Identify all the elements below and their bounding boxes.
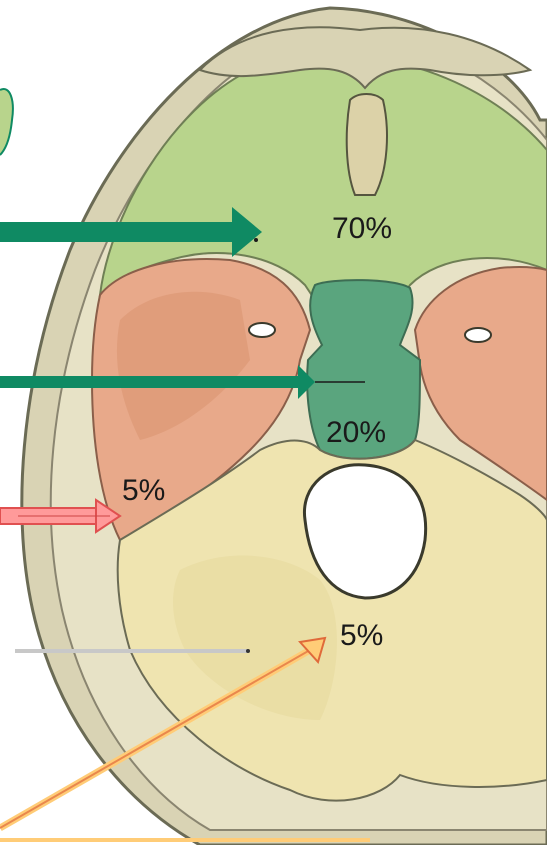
foramen-right [465, 328, 491, 342]
label-central-20: 20% [326, 416, 386, 449]
label-posterior-5: 5% [340, 619, 383, 652]
foramen-left [249, 323, 275, 337]
crista-galli [347, 94, 387, 195]
label-anterior-70: 70% [332, 212, 392, 245]
label-lateral-5: 5% [122, 474, 165, 507]
green-outline-fragment [0, 89, 13, 155]
